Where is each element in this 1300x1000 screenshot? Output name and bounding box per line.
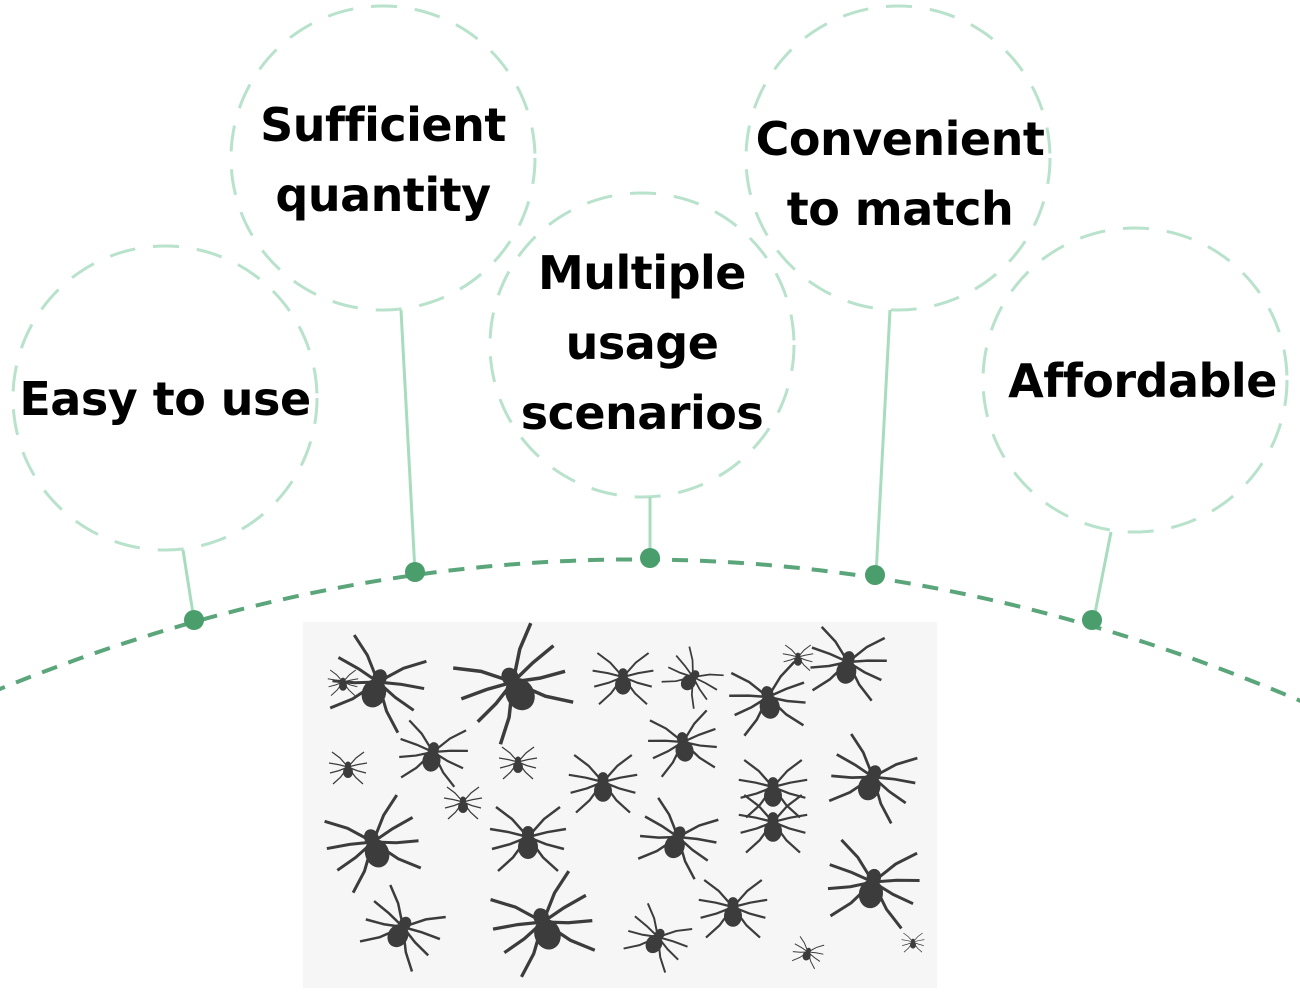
circle-easy [11, 244, 319, 552]
feature-label-easy: Easy to use [19, 372, 311, 426]
spider-icon [452, 622, 574, 745]
spider-icon [782, 644, 814, 671]
spider-icon [592, 652, 654, 705]
spider-icon [623, 903, 693, 973]
spider-icon [329, 634, 427, 734]
dot-scenarios [640, 548, 660, 568]
feature-label-match: Convenient to match [755, 112, 1045, 236]
spider-icon [324, 794, 422, 894]
circle-quantity [229, 4, 537, 312]
feature-label-scenarios: Multiple usage scenarios [520, 246, 764, 440]
spider-icon [637, 797, 719, 880]
spider-icon [648, 709, 717, 778]
connector-match [874, 309, 892, 576]
spider-icon [443, 786, 483, 820]
spider-icon [359, 884, 446, 972]
spider-icon [827, 838, 920, 930]
circle-affordable [981, 226, 1289, 534]
spider-icon [698, 879, 768, 939]
spider-illustrations [324, 622, 925, 978]
spider-icon [399, 719, 468, 788]
connector-easy [181, 549, 196, 621]
spider-icon [498, 746, 538, 780]
feature-label-quantity: Sufficient quantity [260, 98, 506, 222]
dot-easy [184, 610, 204, 630]
spider-icon [568, 754, 638, 814]
feature-label-affordable: Affordable [1008, 354, 1277, 408]
dot-quantity [405, 562, 425, 582]
spider-icon [738, 794, 808, 854]
connector-quantity [399, 309, 417, 573]
spider-icon [810, 626, 887, 702]
spider-icon [738, 759, 808, 819]
spider-icon [328, 751, 368, 785]
connector-affordable [1092, 531, 1113, 619]
spider-icon [490, 870, 596, 978]
dot-affordable [1082, 610, 1102, 630]
spider-icon [828, 733, 918, 825]
spider-icon [489, 806, 567, 872]
spider-icon [791, 936, 825, 970]
dot-match [865, 565, 885, 585]
spider-icon [901, 932, 925, 953]
circle-match [744, 4, 1052, 312]
circle-scenarios [488, 191, 796, 499]
spider-icon [661, 646, 724, 709]
spider-sticker-sheet [303, 622, 937, 988]
spider-icon [327, 669, 359, 696]
spider-icon [729, 661, 806, 737]
